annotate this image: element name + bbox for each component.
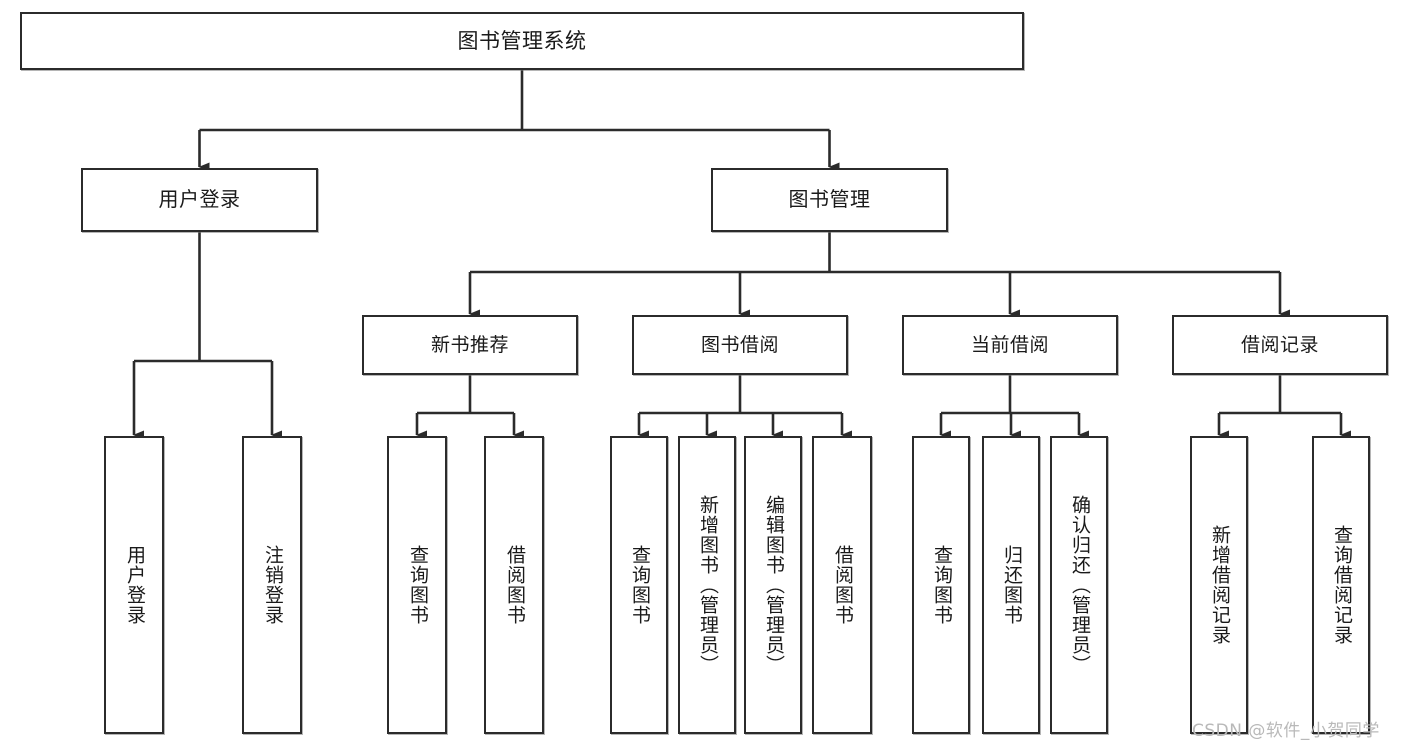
node-label: 借阅记录 — [1240, 333, 1319, 356]
node-label: 图书管理系统 — [457, 28, 587, 53]
leaf-leaf-query-record[interactable]: 查询借阅记录 — [1312, 436, 1370, 734]
leaf-leaf-add-record[interactable]: 新增借阅记录 — [1190, 436, 1248, 734]
node-label: 图书借阅 — [700, 333, 779, 356]
node-label: 当前借阅 — [970, 333, 1049, 356]
node-label: 借阅图书 — [831, 545, 854, 625]
leaf-leaf-query-book-2[interactable]: 查询图书 — [610, 436, 668, 734]
node-label: 确认归还（管理员） — [1068, 495, 1091, 675]
connector-lines — [132, 70, 1351, 440]
node-root[interactable]: 图书管理系统 — [20, 12, 1024, 70]
node-label: 新书推荐 — [430, 333, 509, 356]
leaf-leaf-edit-book[interactable]: 编辑图书（管理员） — [744, 436, 802, 734]
leaf-leaf-user-logout[interactable]: 注销登录 — [242, 436, 302, 734]
node-label: 查询借阅记录 — [1330, 525, 1353, 645]
node-label: 注销登录 — [261, 545, 284, 625]
node-label: 查询图书 — [406, 545, 429, 625]
node-label: 新增借阅记录 — [1208, 525, 1231, 645]
node-new-book-rec[interactable]: 新书推荐 — [362, 315, 578, 375]
leaf-leaf-borrow-book-2[interactable]: 借阅图书 — [812, 436, 872, 734]
leaf-leaf-query-book-1[interactable]: 查询图书 — [387, 436, 447, 734]
node-current-borrow[interactable]: 当前借阅 — [902, 315, 1118, 375]
node-label: 图书管理 — [788, 187, 871, 212]
node-user-login[interactable]: 用户登录 — [81, 168, 318, 232]
node-label: 归还图书 — [1000, 545, 1023, 625]
node-label: 查询图书 — [930, 545, 953, 625]
leaf-leaf-borrow-book-1[interactable]: 借阅图书 — [484, 436, 544, 734]
node-book-manage[interactable]: 图书管理 — [711, 168, 948, 232]
node-label: 新增图书（管理员） — [696, 495, 719, 675]
leaf-leaf-query-book-3[interactable]: 查询图书 — [912, 436, 970, 734]
node-book-borrow[interactable]: 图书借阅 — [632, 315, 848, 375]
leaf-leaf-confirm-return[interactable]: 确认归还（管理员） — [1050, 436, 1108, 734]
node-label: 编辑图书（管理员） — [762, 495, 785, 675]
node-label: 用户登录 — [158, 187, 241, 212]
node-label: 用户登录 — [123, 545, 146, 625]
leaf-leaf-return-book[interactable]: 归还图书 — [982, 436, 1040, 734]
node-label: 借阅图书 — [503, 545, 526, 625]
node-label: 查询图书 — [628, 545, 651, 625]
leaf-leaf-user-login[interactable]: 用户登录 — [104, 436, 164, 734]
leaf-leaf-add-book[interactable]: 新增图书（管理员） — [678, 436, 736, 734]
node-borrow-record[interactable]: 借阅记录 — [1172, 315, 1388, 375]
